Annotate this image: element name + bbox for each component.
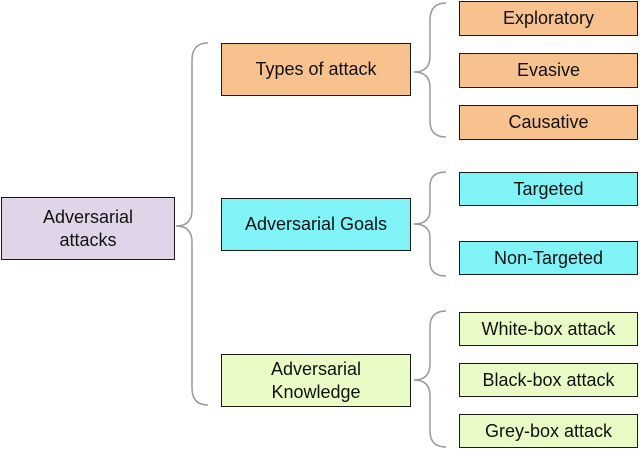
attack-types-brace [413, 2, 447, 138]
root-node-adversarial-attacks: Adversarial attacks [1, 197, 175, 260]
leaf-targeted: Targeted [459, 172, 638, 206]
root-brace [175, 42, 209, 406]
category-adversarial-goals: Adversarial Goals [221, 198, 411, 251]
leaf-grey-box-attack: Grey-box attack [459, 414, 638, 448]
category-adversarial-knowledge: Adversarial Knowledge [221, 354, 411, 407]
category-types-of-attack: Types of attack [221, 43, 411, 96]
goals-brace [413, 171, 447, 277]
leaf-white-box-attack: White-box attack [459, 312, 638, 346]
leaf-causative: Causative [459, 105, 638, 140]
knowledge-brace [413, 310, 447, 448]
leaf-evasive: Evasive [459, 53, 638, 88]
leaf-non-targeted: Non-Targeted [459, 241, 638, 275]
leaf-black-box-attack: Black-box attack [459, 363, 638, 397]
leaf-exploratory: Exploratory [459, 1, 638, 36]
